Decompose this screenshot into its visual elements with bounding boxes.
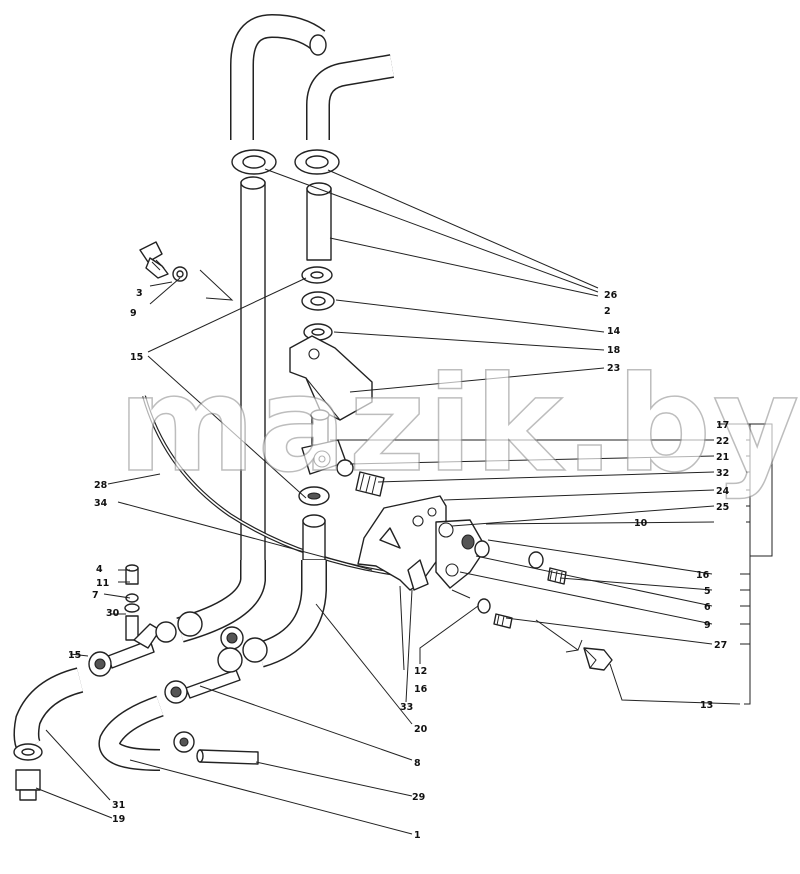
clamp-mid [298,486,330,506]
label-14: 14 [607,326,621,337]
label-18: 18 [607,345,621,356]
leader-lines [35,168,773,835]
washer-15-upper [301,266,333,284]
clip-33 [407,559,429,591]
label-7: 7 [92,590,99,601]
hose-20 [255,560,327,668]
label-33: 33 [400,702,413,713]
label-1: 1 [414,830,421,841]
lever-10 [435,519,487,589]
label-13: 13 [700,700,713,711]
label-8: 8 [414,758,421,769]
label-26: 26 [604,290,618,301]
label-17: 17 [716,420,729,431]
label-22: 22 [716,436,729,447]
hose-end-opening [309,34,327,56]
bolt-3 [139,241,188,282]
label-9-right: 9 [704,620,711,631]
bolt-13 [583,647,613,671]
pipe-8 [164,647,243,704]
label-9-upper: 9 [130,308,137,319]
watermark: mazik.by [118,348,800,502]
label-28: 28 [94,480,108,491]
washer-19-stack [13,743,43,801]
lever-plate-24 [357,495,447,591]
label-16-right: 16 [696,570,710,581]
label-24: 24 [716,486,730,497]
small-hardware-cluster [407,534,567,591]
short-right-pipe [306,182,332,261]
bracket-23 [289,335,373,421]
pipe-29 [173,731,259,765]
bolt-4-stack [124,564,140,641]
label-11: 11 [96,578,109,589]
label-4: 4 [96,564,103,575]
label-10: 10 [634,518,648,529]
clamp-15-left [88,651,112,677]
label-16-lower: 16 [414,684,428,695]
label-5: 5 [704,586,711,597]
mid-pipe-stub [302,514,326,561]
fitting-32 [355,471,385,497]
label-29: 29 [412,792,425,803]
upper-right-hose [306,54,395,140]
washer-14 [301,291,335,311]
label-15-upper: 15 [130,352,143,363]
label-21: 21 [716,452,729,463]
label-19: 19 [112,814,125,825]
label-34: 34 [94,498,108,509]
washer-21 [336,459,354,477]
label-23: 23 [607,363,620,374]
label-25: 25 [716,502,729,513]
label-32: 32 [716,468,729,479]
label-6: 6 [704,602,711,613]
label-20: 20 [414,724,428,735]
label-31: 31 [112,800,125,811]
tee-30 [107,621,177,669]
callout-labels: 26 2 14 18 23 3 9 15 17 22 21 32 24 25 2… [68,288,730,841]
upper-left-hose [230,13,327,140]
label-15-left: 15 [68,650,81,661]
label-3: 3 [136,288,143,299]
hose-31 [13,667,84,756]
label-2: 2 [604,306,611,317]
long-left-pipe [240,176,266,563]
hose-1 [98,695,164,771]
label-27: 27 [714,640,727,651]
label-30: 30 [106,608,120,619]
label-12: 12 [414,666,427,677]
bolt-12 [477,598,513,629]
valve-body [301,409,354,477]
grommet-pair [231,149,340,175]
hose-clamp-row [177,611,268,663]
